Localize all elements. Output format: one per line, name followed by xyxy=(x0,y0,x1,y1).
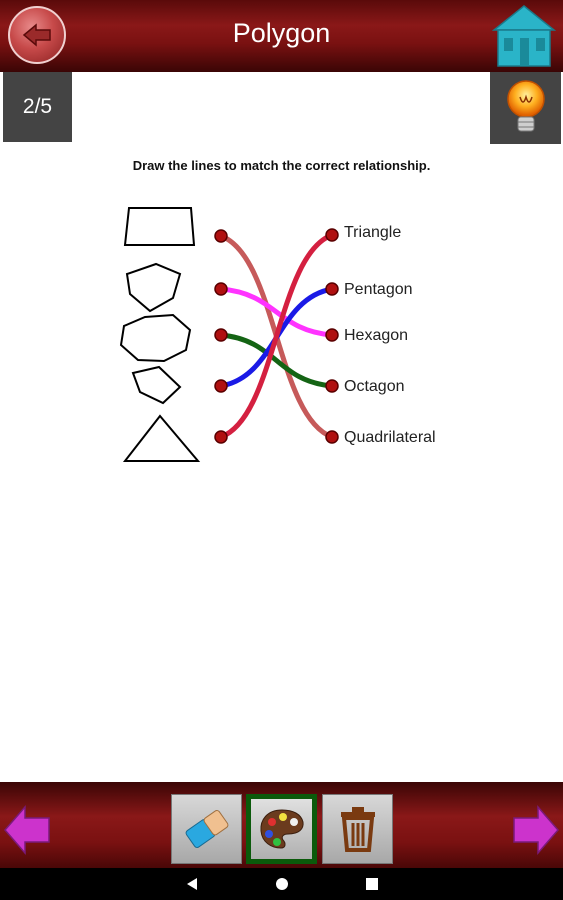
back-arrow-icon xyxy=(22,23,51,47)
heptagon-shape xyxy=(119,313,192,363)
right-connector-dot[interactable] xyxy=(325,379,339,393)
right-connector-dot[interactable] xyxy=(325,228,339,242)
label-quadrilateral: Quadrilateral xyxy=(344,429,436,446)
right-connector-dot[interactable] xyxy=(325,430,339,444)
right-connector-dot[interactable] xyxy=(325,328,339,342)
left-connector-dot[interactable] xyxy=(214,430,228,444)
small-pentagon-shape xyxy=(131,365,182,405)
pentagon-shape xyxy=(125,262,182,313)
palette-button[interactable] xyxy=(246,794,317,864)
next-arrow-icon[interactable] xyxy=(512,804,560,856)
connection-line xyxy=(218,232,335,440)
matching-board: Triangle Pentagon Hexagon Octagon Quadri… xyxy=(0,180,563,480)
trash-button[interactable] xyxy=(322,794,393,864)
left-connector-dot[interactable] xyxy=(214,328,228,342)
palette-icon xyxy=(259,809,304,849)
left-connector-dot[interactable] xyxy=(214,379,228,393)
lightbulb-icon xyxy=(506,80,545,132)
back-button[interactable] xyxy=(8,6,66,64)
system-back-icon[interactable] xyxy=(184,876,200,892)
quadrilateral-shape xyxy=(123,207,196,246)
eraser-icon xyxy=(185,810,228,848)
page-title: Polygon xyxy=(232,18,331,48)
label-pentagon: Pentagon xyxy=(344,281,413,298)
trash-icon xyxy=(340,807,375,852)
eraser-button[interactable] xyxy=(171,794,242,864)
home-icon xyxy=(491,5,557,67)
left-connector-dot[interactable] xyxy=(214,229,228,243)
left-connector-dot[interactable] xyxy=(214,282,228,296)
label-hexagon: Hexagon xyxy=(344,327,409,344)
right-connector-dot[interactable] xyxy=(325,282,339,296)
system-recents-icon[interactable] xyxy=(364,876,380,892)
label-octagon: Octagon xyxy=(344,378,405,395)
hint-button[interactable] xyxy=(490,72,561,144)
home-button[interactable] xyxy=(490,4,558,68)
instruction-text: Draw the lines to match the correct rela… xyxy=(132,158,431,173)
previous-arrow-icon[interactable] xyxy=(3,804,51,856)
top-bar: Polygon xyxy=(0,0,563,72)
question-counter: 2/5 xyxy=(3,72,72,142)
connection-line xyxy=(218,286,335,338)
label-triangle: Triangle xyxy=(344,224,402,241)
connection-line xyxy=(218,332,335,389)
system-home-icon[interactable] xyxy=(274,876,290,892)
triangle-shape xyxy=(122,414,201,462)
